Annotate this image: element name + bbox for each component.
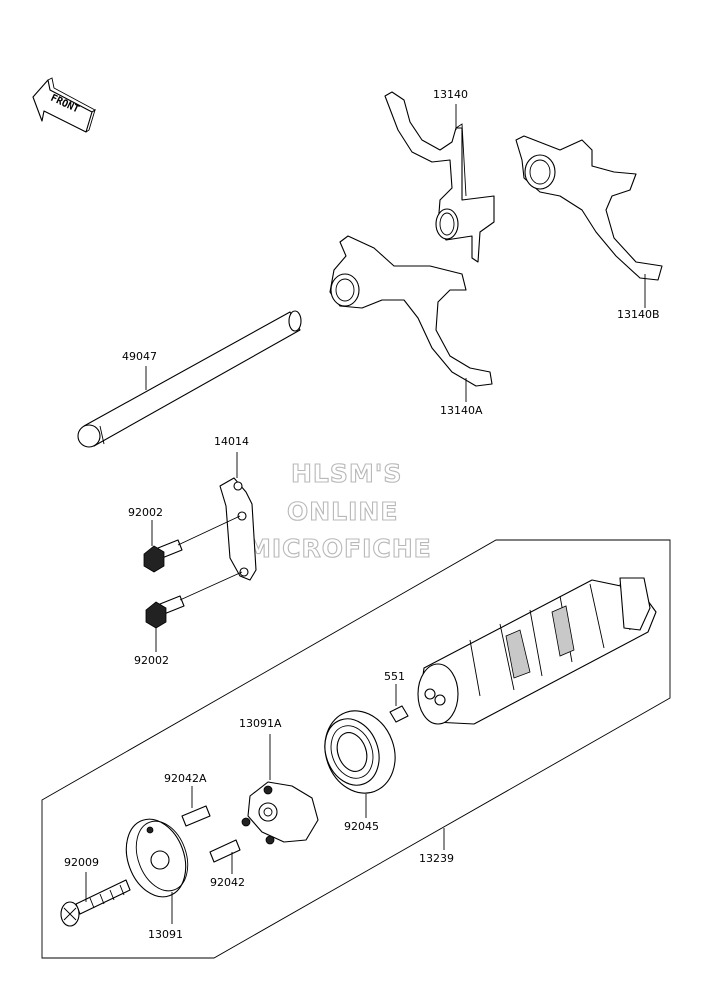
part-label-13140b: 13140B: [617, 308, 660, 321]
part-label-92002-top: 92002: [128, 506, 163, 519]
part-label-13140a: 13140A: [440, 404, 483, 417]
part-label-92042: 92042: [210, 876, 245, 889]
watermark-line-3: MICROFICHE: [246, 534, 432, 563]
shift-fork-13140b: [515, 135, 663, 281]
bolt-92002-bottom: [145, 571, 243, 629]
plate-13091: [125, 818, 189, 898]
shift-fork-13140a: [329, 235, 493, 387]
watermark: HLSM'S ONLINE MICROFICHE: [245, 458, 432, 563]
bolt-92002-top: [143, 515, 241, 573]
part-label-13140: 13140: [433, 88, 468, 101]
assembly-box-13239: [41, 539, 671, 959]
part-label-13091: 13091: [148, 928, 183, 941]
pin-551: [389, 705, 409, 723]
screw-92009: [60, 879, 131, 927]
pin-92042a: [181, 805, 211, 827]
part-label-13239: 13239: [419, 852, 454, 865]
watermark-line-1: HLSM'S: [291, 459, 402, 488]
pin-92042: [209, 839, 241, 863]
part-label-92002-bottom: 92002: [134, 654, 169, 667]
shift-drum-13239: [417, 577, 657, 725]
part-label-92009: 92009: [64, 856, 99, 869]
part-label-551: 551: [384, 670, 405, 683]
shift-rod-49047: [77, 310, 302, 448]
shift-fork-13140: [384, 91, 495, 263]
part-label-14014: 14014: [214, 435, 249, 448]
front-arrow-icon: FRONT: [32, 77, 96, 133]
part-label-49047: 49047: [122, 350, 157, 363]
part-label-92042a: 92042A: [164, 772, 207, 785]
cam-13091a: [241, 781, 319, 845]
part-label-13091a: 13091A: [239, 717, 282, 730]
plate-14014: [219, 477, 257, 581]
watermark-line-2: ONLINE: [287, 497, 398, 526]
bearing-92045: [324, 710, 396, 794]
part-label-92045: 92045: [344, 820, 379, 833]
